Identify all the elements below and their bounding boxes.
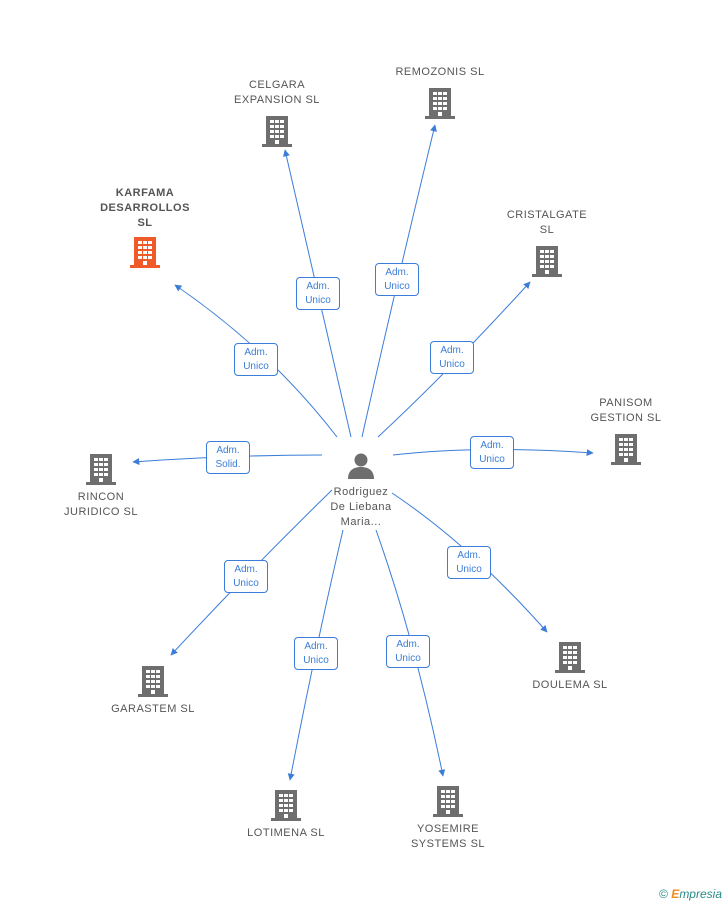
company-node-remozonis[interactable]: REMOZONIS SL: [385, 65, 495, 120]
company-label: KARFAMA DESARROLLOS SL: [100, 187, 190, 229]
brand-initial: E: [671, 887, 680, 901]
company-label: RINCON JURIDICO SL: [64, 491, 138, 518]
building-icon: [236, 788, 336, 822]
company-node-karfama[interactable]: KARFAMA DESARROLLOS SL: [92, 186, 198, 269]
empresia-logo: © Empresia: [659, 887, 722, 901]
brand-text: mpresia: [679, 887, 722, 901]
company-node-garastem[interactable]: GARASTEM SL: [100, 664, 206, 717]
building-icon: [578, 432, 674, 466]
person-icon[interactable]: [346, 450, 376, 480]
company-node-doulema[interactable]: DOULEMA SL: [518, 640, 622, 693]
role-badge-doulema[interactable]: Adm. Unico: [447, 546, 491, 579]
company-label: PANISOM GESTION SL: [590, 397, 662, 424]
company-label: YOSEMIRE SYSTEMS SL: [410, 823, 486, 850]
building-icon: [232, 114, 322, 148]
company-node-panisom[interactable]: PANISOM GESTION SL: [578, 396, 674, 466]
role-badge-rincon[interactable]: Adm. Solid.: [206, 441, 250, 474]
role-badge-lotimena[interactable]: Adm. Unico: [294, 637, 338, 670]
building-icon: [100, 664, 206, 698]
copyright-symbol: ©: [659, 887, 668, 901]
company-label: LOTIMENA SL: [247, 827, 325, 839]
role-badge-panisom[interactable]: Adm. Unico: [470, 436, 514, 469]
role-badge-cristalgate[interactable]: Adm. Unico: [430, 341, 474, 374]
company-label: CRISTALGATE SL: [506, 209, 588, 236]
company-label: REMOZONIS SL: [395, 66, 485, 78]
role-badge-celgara[interactable]: Adm. Unico: [296, 277, 340, 310]
role-badge-yosemire[interactable]: Adm. Unico: [386, 635, 430, 668]
role-badge-garastem[interactable]: Adm. Unico: [224, 560, 268, 593]
building-icon: [518, 640, 622, 674]
company-node-lotimena[interactable]: LOTIMENA SL: [236, 788, 336, 841]
company-node-celgara[interactable]: CELGARA EXPANSION SL: [232, 78, 322, 148]
company-node-cristalgate[interactable]: CRISTALGATE SL: [497, 208, 597, 278]
company-label: GARASTEM SL: [111, 703, 195, 715]
role-badge-remozonis[interactable]: Adm. Unico: [375, 263, 419, 296]
building-icon: [497, 244, 597, 278]
building-icon: [398, 784, 498, 818]
role-badge-karfama[interactable]: Adm. Unico: [234, 343, 278, 376]
company-label: DOULEMA SL: [532, 679, 608, 691]
company-label: CELGARA EXPANSION SL: [234, 79, 320, 106]
company-node-rincon[interactable]: RINCON JURIDICO SL: [56, 452, 146, 520]
building-icon: [385, 86, 495, 120]
company-node-yosemire[interactable]: YOSEMIRE SYSTEMS SL: [398, 784, 498, 852]
building-icon: [92, 235, 198, 269]
person-label: Rodriguez De Liebana Maria...: [330, 486, 392, 528]
building-icon: [56, 452, 146, 486]
